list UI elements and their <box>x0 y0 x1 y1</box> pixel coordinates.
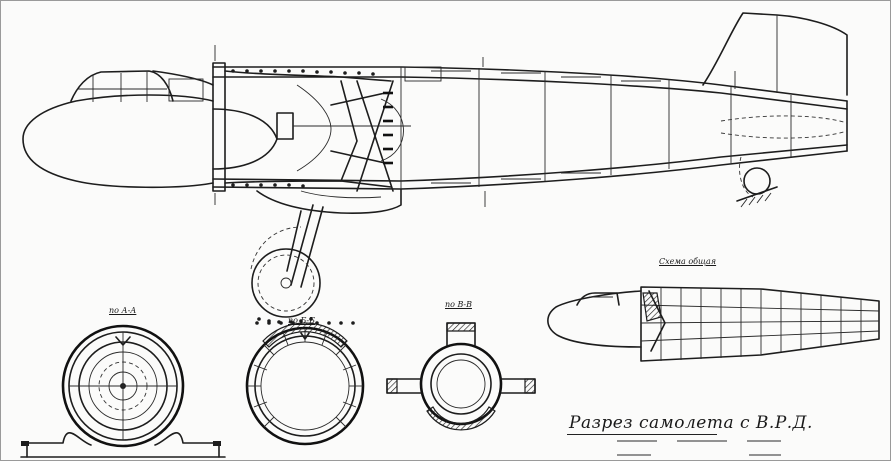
section-c-view <box>386 322 536 431</box>
title-underline <box>567 434 717 435</box>
fuselage-bottom-line <box>212 150 848 190</box>
section-a-view <box>20 324 226 458</box>
prop-spinner <box>212 108 278 170</box>
general-scheme-label: Схема общая <box>659 257 717 266</box>
title-block-lines <box>617 440 781 456</box>
fuselage-top-line <box>212 66 848 102</box>
ventral-fairing <box>256 188 402 214</box>
section-c-label: по В-В <box>445 300 472 309</box>
engine-truss <box>212 62 404 192</box>
rivet-row-bottom <box>231 183 305 188</box>
section-b-label: по Б-Б <box>288 316 315 325</box>
fuselage-frames <box>400 67 792 191</box>
tail-fin <box>702 12 848 96</box>
drawing-title: Разрез самолета с В.Р.Д. <box>569 413 813 433</box>
general-scheme-view <box>547 286 880 362</box>
section-b-view <box>245 321 365 446</box>
nose-outline <box>22 94 214 189</box>
section-a-label: по А-А <box>109 306 137 315</box>
main-wheel <box>251 248 321 318</box>
main-landing-gear <box>250 204 324 324</box>
rivet-row-top <box>231 69 375 76</box>
fuselage-side-view <box>22 12 848 324</box>
